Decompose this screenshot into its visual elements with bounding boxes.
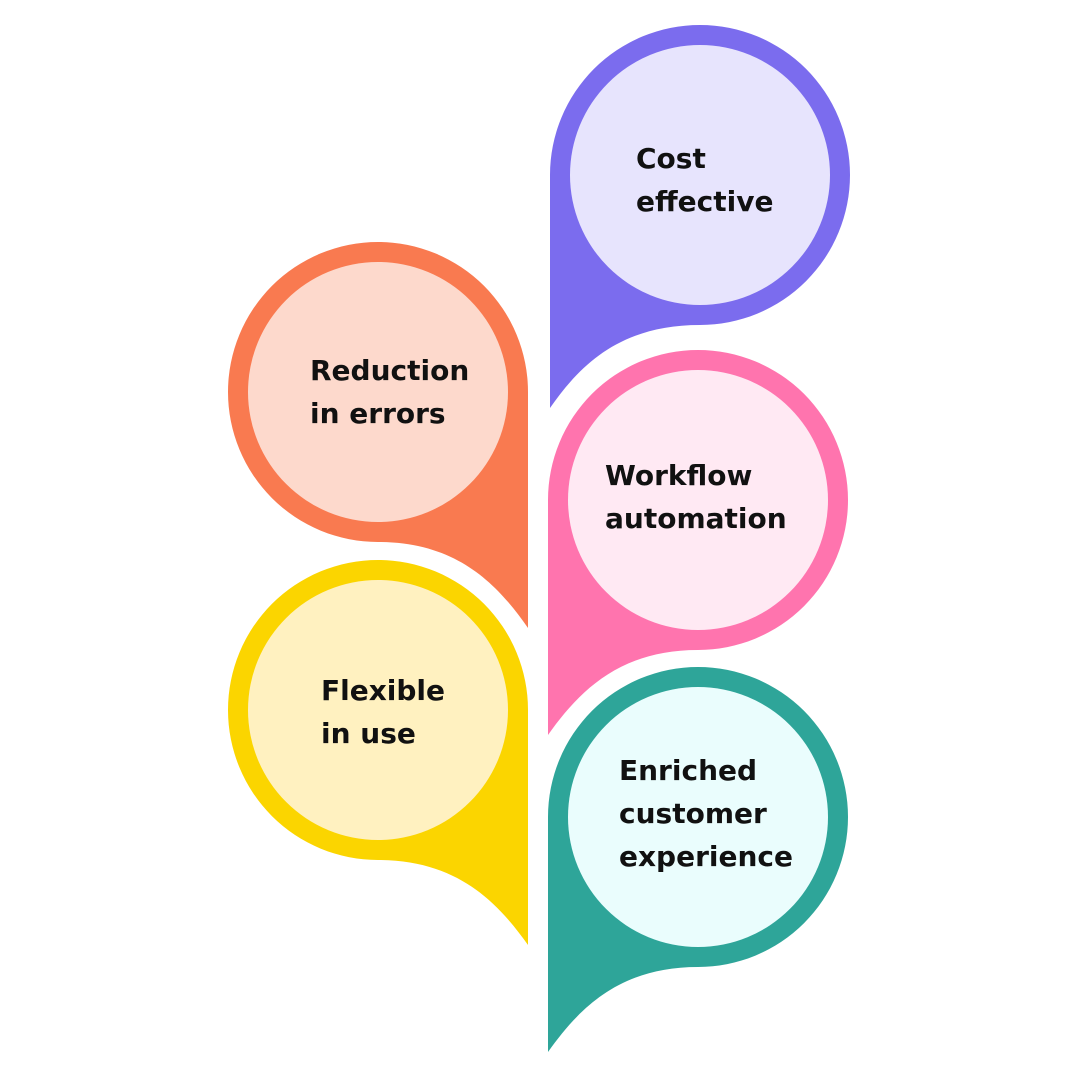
bubble-enriched-customer-experience-line-1: Enriched [619,754,757,787]
bubble-cost-effective-line-2: effective [636,185,773,218]
bubble-reduction-in-errors-line-2: in errors [310,397,446,430]
bubble-flexible-in-use: Flexible in use [228,560,528,945]
bubble-enriched-customer-experience-inner [568,687,828,947]
bubble-enriched-customer-experience-label: Enriched customer experience [619,754,793,873]
bubble-workflow-automation: Workflow automation [548,350,848,735]
bubble-cost-effective-line-1: Cost [636,142,706,175]
bubble-workflow-automation-line-2: automation [605,502,787,535]
bubble-workflow-automation-line-1: Workflow [605,459,752,492]
bubble-workflow-automation-inner [568,370,828,630]
bubble-workflow-automation-label: Workflow automation [605,459,787,535]
bubble-reduction-in-errors-line-1: Reduction [310,354,469,387]
bubble-reduction-in-errors-label: Reduction in errors [310,354,479,430]
bubble-cost-effective: Cost effective [550,25,850,408]
bubble-flexible-in-use-inner [248,580,508,840]
bubble-flexible-in-use-label: Flexible in use [321,674,455,750]
bubble-enriched-customer-experience-line-3: experience [619,840,793,873]
bubble-reduction-in-errors: Reduction in errors [228,242,528,628]
bubble-cost-effective-inner [570,45,830,305]
bubble-flexible-in-use-line-1: Flexible [321,674,445,707]
bubble-reduction-in-errors-inner [248,262,508,522]
bubble-enriched-customer-experience: Enriched customer experience [548,667,848,1052]
bubble-cost-effective-label: Cost effective [636,142,773,218]
bubble-flexible-in-use-line-2: in use [321,717,416,750]
bubble-enriched-customer-experience-line-2: customer [619,797,767,830]
